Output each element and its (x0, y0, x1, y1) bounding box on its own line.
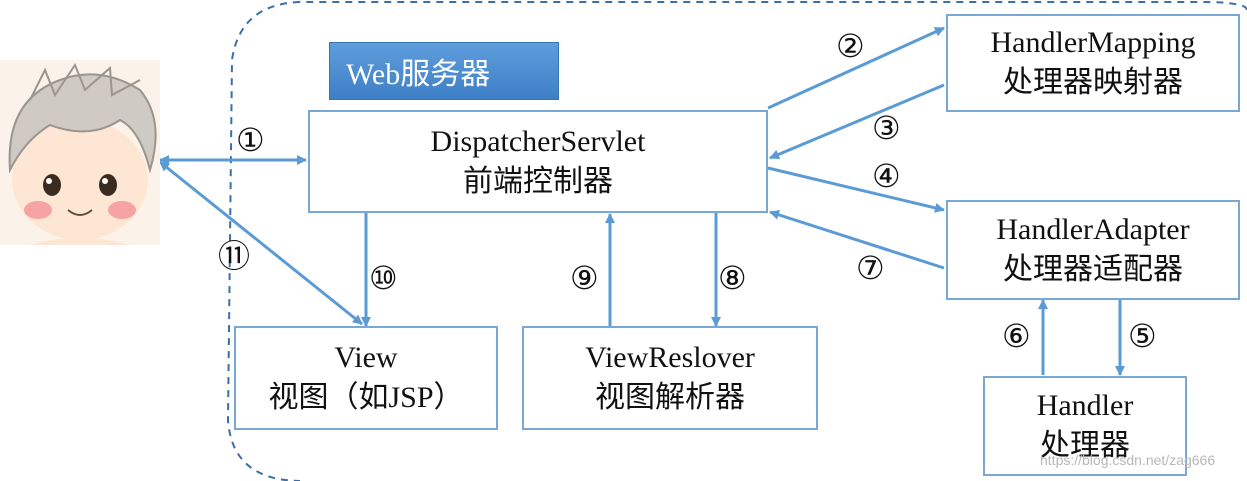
step-label-7: ⑦ (856, 250, 885, 286)
step-label-6: ⑥ (1002, 318, 1031, 354)
step-label-11: ⑪ (218, 238, 251, 274)
step-label-5: ⑤ (1128, 318, 1157, 354)
view-resolver-box: ViewReslover 视图解析器 (522, 326, 818, 430)
adapter-subtitle: 处理器适配器 (1003, 253, 1183, 286)
handler-box: Handler 处理器 (983, 376, 1187, 476)
watermark: https://blog.csdn.net/zag666 (1040, 452, 1216, 468)
step-label-1: ① (236, 122, 265, 158)
handler-mapping-box: HandlerMapping 处理器映射器 (946, 14, 1240, 112)
arrow-step-2 (767, 26, 945, 110)
adapter-title: HandlerAdapter (996, 213, 1190, 246)
web-server-label: Web服务器 (329, 42, 559, 100)
step-label-4: ④ (872, 158, 901, 194)
view-subtitle: 视图（如JSP） (268, 381, 464, 414)
step-label-8: ⑧ (718, 260, 747, 296)
step-label-2: ② (836, 28, 865, 64)
dispatcher-title: DispatcherServlet (430, 124, 646, 158)
view-box: View 视图（如JSP） (234, 326, 498, 430)
mapping-title: HandlerMapping (990, 26, 1196, 59)
resolver-title: ViewReslover (585, 341, 755, 374)
step-label-3: ③ (872, 110, 901, 146)
mapping-subtitle: 处理器映射器 (1003, 66, 1183, 99)
handler-title: Handler (1036, 389, 1134, 422)
resolver-subtitle: 视图解析器 (595, 381, 745, 414)
arrow-step-3 (769, 83, 945, 160)
dispatcher-subtitle: 前端控制器 (463, 164, 613, 198)
handler-subtitle: 处理器 (1040, 429, 1130, 462)
step-label-10: ⑩ (369, 260, 398, 296)
handler-adapter-box: HandlerAdapter 处理器适配器 (946, 200, 1240, 300)
arrow-step-4 (767, 166, 945, 213)
view-title: View (334, 341, 398, 374)
dispatcher-servlet-box: DispatcherServlet 前端控制器 (308, 110, 768, 213)
arrow-step-11 (159, 160, 363, 326)
user-avatar (0, 60, 160, 245)
step-label-9: ⑨ (570, 260, 599, 296)
arrow-step-7 (769, 209, 945, 270)
